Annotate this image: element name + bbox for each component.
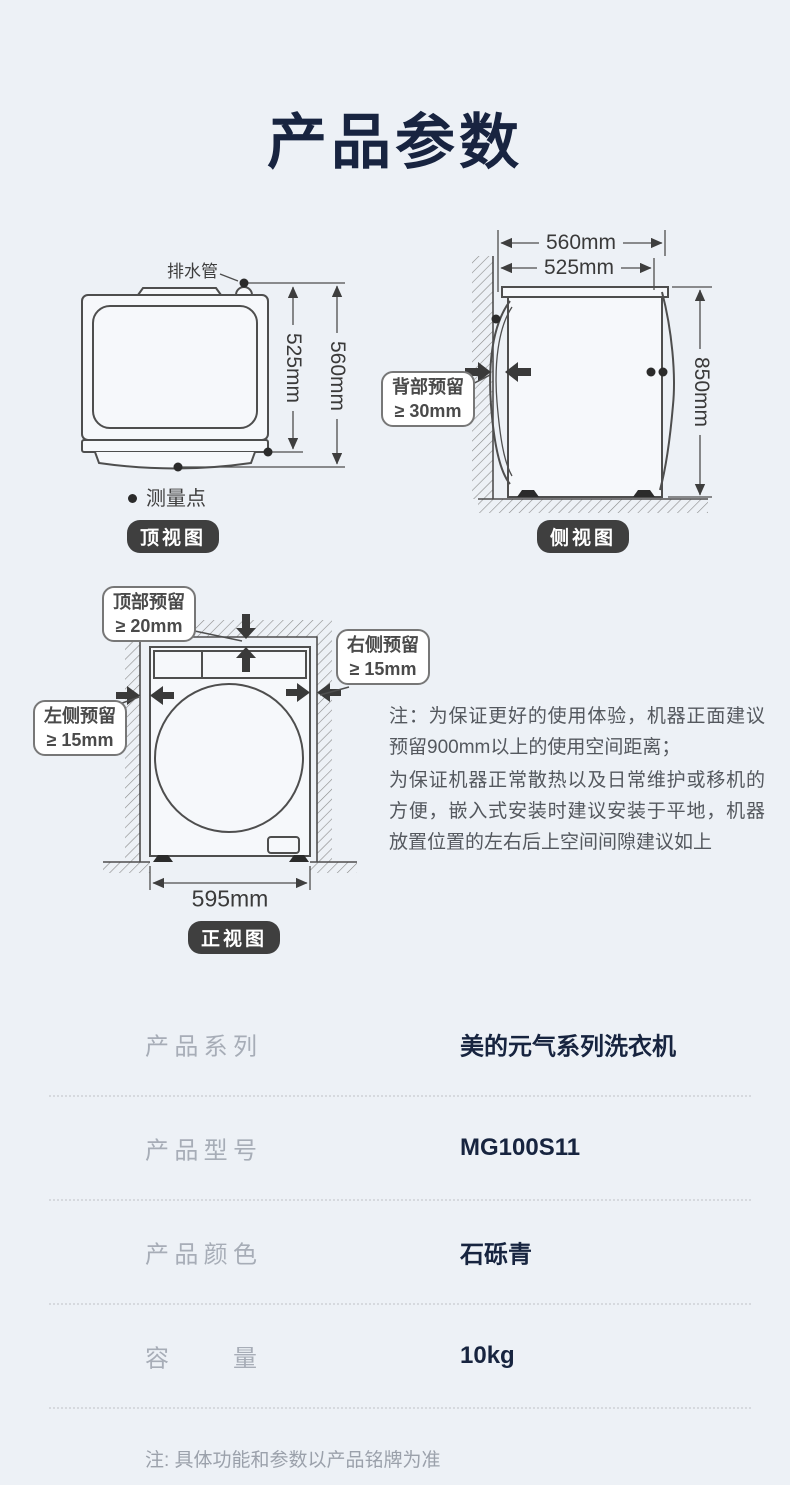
usage-note-paragraph-2: 为保证机器正常散热以及日常维护或移机的方便，嵌入式安装时建议安装于平地，机器放置… [389, 770, 765, 853]
top-reserve-line2: ≥ 20mm [115, 616, 183, 636]
front-view-wall-lines [103, 636, 357, 863]
side-view-dim-525: 525mm [536, 256, 622, 280]
page-title: 产品参数 [267, 109, 523, 176]
measure-point-legend: 测量点 [128, 482, 206, 511]
left-reserve-line1: 左侧预留 [44, 706, 116, 726]
top-view-dim-525: 525mm [281, 324, 305, 412]
spec-value: MG100S11 [460, 1134, 581, 1161]
spec-row-series: 产品系列 美的元气系列洗衣机 [49, 993, 751, 1097]
measure-point-dot-icon [128, 494, 137, 503]
spec-row-color: 产品颜色 石砾青 [49, 1201, 751, 1305]
top-reserve-line1: 顶部预留 [113, 592, 185, 612]
right-reserve-bubble: 右侧预留 ≥ 15mm [336, 629, 430, 685]
top-view-drawing [81, 286, 269, 470]
spec-row-model: 产品型号 MG100S11 [49, 1097, 751, 1201]
spec-value: 10kg [460, 1342, 515, 1369]
right-reserve-line2: ≥ 15mm [349, 659, 417, 679]
front-view-dim-595: 595mm [191, 885, 269, 912]
spec-value: 石砾青 [460, 1241, 532, 1269]
back-reserve-bubble: 背部预留 ≥ 30mm [381, 371, 475, 427]
side-view-badge: 侧视图 [537, 520, 630, 553]
spec-label: 产品型号 [145, 1137, 257, 1165]
side-view-measure-dots [491, 314, 668, 377]
spec-table: 产品系列 美的元气系列洗衣机 产品型号 MG100S11 产品颜色 石砾青 容量… [49, 993, 751, 1409]
side-view-dim-560: 560mm [538, 231, 624, 255]
spec-label: 产品系列 [145, 1033, 257, 1061]
front-view-badge: 正视图 [188, 921, 281, 954]
right-reserve-line1: 右侧预留 [347, 635, 419, 655]
front-view-dim-lines [113, 629, 350, 890]
dimension-diagrams-drawing [81, 230, 712, 890]
top-view-badge: 顶视图 [127, 520, 220, 553]
spec-value: 美的元气系列洗衣机 [460, 1033, 676, 1061]
footnote: 注: 具体功能和参数以产品铭牌为准 [145, 1450, 441, 1471]
side-view-dim-850: 850mm [689, 348, 713, 436]
left-reserve-line2: ≥ 15mm [46, 730, 114, 750]
top-reserve-bubble: 顶部预留 ≥ 20mm [102, 586, 196, 642]
measure-point-label: 测量点 [146, 488, 206, 510]
front-view-feet [153, 855, 309, 862]
top-view-dim-560: 560mm [325, 332, 349, 420]
spec-label: 容量 [145, 1345, 257, 1373]
side-view-drawing [478, 256, 708, 500]
left-reserve-bubble: 左侧预留 ≥ 15mm [33, 700, 127, 756]
usage-note-paragraph-1: 注：为保证更好的使用体验，机器正面建议预留900mm以上的使用空间距离； [389, 706, 765, 758]
back-reserve-line1: 背部预留 [392, 377, 464, 397]
top-view-measure-dots [173, 278, 273, 472]
front-view-drawing [149, 646, 311, 857]
side-view-feet [517, 490, 655, 497]
spec-row-capacity: 容量 10kg [49, 1305, 751, 1409]
drain-pipe-label: 排水管 [167, 262, 218, 281]
back-reserve-line2: ≥ 30mm [394, 401, 462, 421]
spec-label: 产品颜色 [145, 1241, 257, 1269]
